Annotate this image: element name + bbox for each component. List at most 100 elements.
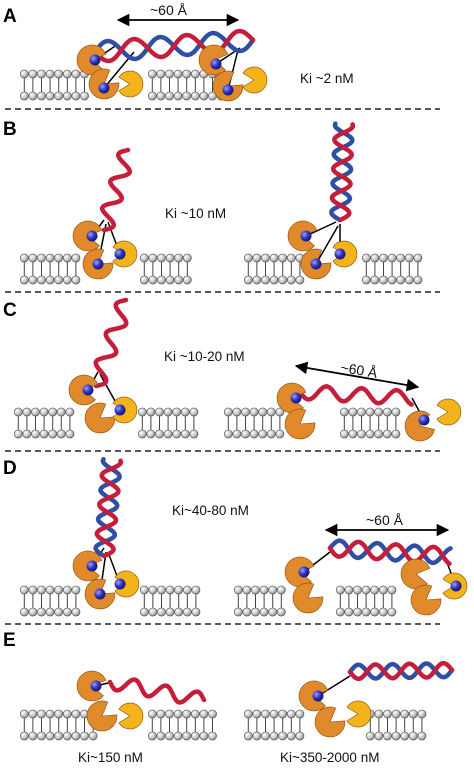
lipid-bilayer [335, 585, 397, 617]
lipid-head [37, 253, 46, 263]
protein-c6 [404, 410, 435, 442]
lipid-head [269, 731, 279, 741]
lipid-head [259, 607, 269, 617]
ligand-bead [92, 258, 104, 270]
lipid-head [165, 731, 174, 741]
lipid-head [417, 709, 427, 719]
ligand-bead [89, 54, 101, 66]
lipid-head [249, 429, 259, 439]
duplex-d-right-red [327, 539, 452, 566]
lipid-head [147, 91, 157, 101]
lipid-head [241, 407, 250, 417]
lipid-head [295, 709, 305, 719]
lipid-head [266, 407, 276, 417]
lipid-head [155, 407, 164, 417]
lipid-head [62, 731, 72, 741]
lipid-head [37, 709, 46, 719]
linker [317, 675, 351, 697]
lipid-head [404, 253, 414, 263]
lipid-bilayer [13, 407, 75, 439]
linker [227, 49, 239, 91]
lipid-head [182, 607, 192, 617]
ligand-bead [114, 404, 126, 416]
lipid-head [378, 607, 388, 617]
duplex-e-right-red [347, 660, 455, 682]
lipid-head [146, 429, 156, 439]
ligand-bead [98, 82, 110, 94]
lipid-head [190, 91, 200, 101]
lipid-head [180, 407, 190, 417]
lipid-head [339, 407, 349, 417]
lipid-head [278, 731, 288, 741]
lipid-head [370, 253, 380, 263]
tether-layer [87, 43, 457, 697]
lipid-head [56, 407, 66, 417]
lipid-head [80, 91, 89, 101]
lipid-head [28, 731, 38, 741]
lipid-head [182, 709, 192, 719]
duplex-b-right-blue [328, 121, 355, 223]
lipid-head [139, 585, 149, 595]
panel-label-d: D [3, 458, 17, 479]
ki-label-e-right: Ki~350-2000 nM [280, 750, 379, 765]
lipid-head [199, 709, 209, 719]
lipid-head [208, 709, 217, 719]
lipid-head [13, 407, 23, 417]
lipid-head [258, 429, 268, 439]
lipid-head [71, 275, 81, 285]
ligand-bead [222, 84, 234, 96]
lipid-head [344, 607, 354, 617]
lipid-head [88, 731, 98, 741]
panel-label-b: B [3, 119, 17, 140]
lipid-bilayer [365, 709, 427, 741]
lipid-head [31, 407, 40, 417]
lipid-head [286, 253, 296, 263]
lipid-bilayer [243, 253, 305, 285]
lipid-head [413, 253, 423, 263]
lipid-head [173, 91, 183, 101]
lipid-head [335, 585, 345, 595]
lipid-head [382, 429, 392, 439]
protein-e3 [118, 702, 144, 730]
lipid-head [370, 607, 380, 617]
lipid-head [344, 585, 354, 595]
lipid-head [157, 585, 166, 595]
lipid-head [165, 709, 174, 719]
ki-label-d: Ki~40-80 nM [172, 503, 249, 518]
lipid-head [48, 407, 58, 417]
lipid-head [268, 585, 278, 595]
lipid-bilayer [19, 253, 81, 285]
lipid-head [382, 407, 392, 417]
duplex-b-right-red [329, 122, 356, 223]
lipid-head [383, 731, 392, 741]
lipid-head [62, 607, 72, 617]
lipid-head [190, 69, 200, 79]
ligand-bead [334, 248, 346, 260]
lipid-head [71, 731, 81, 741]
ligand-bead [86, 560, 98, 572]
lipid-head [39, 407, 49, 417]
lipid-head [45, 253, 55, 263]
dimension-label-c: ~60 Å [340, 359, 380, 381]
lipid-head [276, 585, 286, 595]
lipid-head [286, 731, 296, 741]
nucleic-acid-layer [92, 28, 455, 705]
lipid-head [62, 709, 72, 719]
lipid-head [249, 407, 259, 417]
lipid-bilayer [361, 253, 423, 285]
lipid-head [62, 585, 72, 595]
lipid-head [45, 709, 55, 719]
lipid-head [357, 407, 366, 417]
ligand-bead [114, 248, 126, 260]
lipid-head [62, 275, 72, 285]
lipid-head [37, 91, 46, 101]
lipid-head [339, 429, 349, 439]
ligand-bead [90, 680, 102, 692]
protein-e6 [346, 700, 372, 728]
lipid-head [189, 429, 199, 439]
lipid-head [182, 253, 192, 263]
lipid-head [233, 607, 243, 617]
lipid-head [54, 607, 64, 617]
lipid-head [173, 709, 183, 719]
lipid-bilayer [223, 407, 285, 439]
